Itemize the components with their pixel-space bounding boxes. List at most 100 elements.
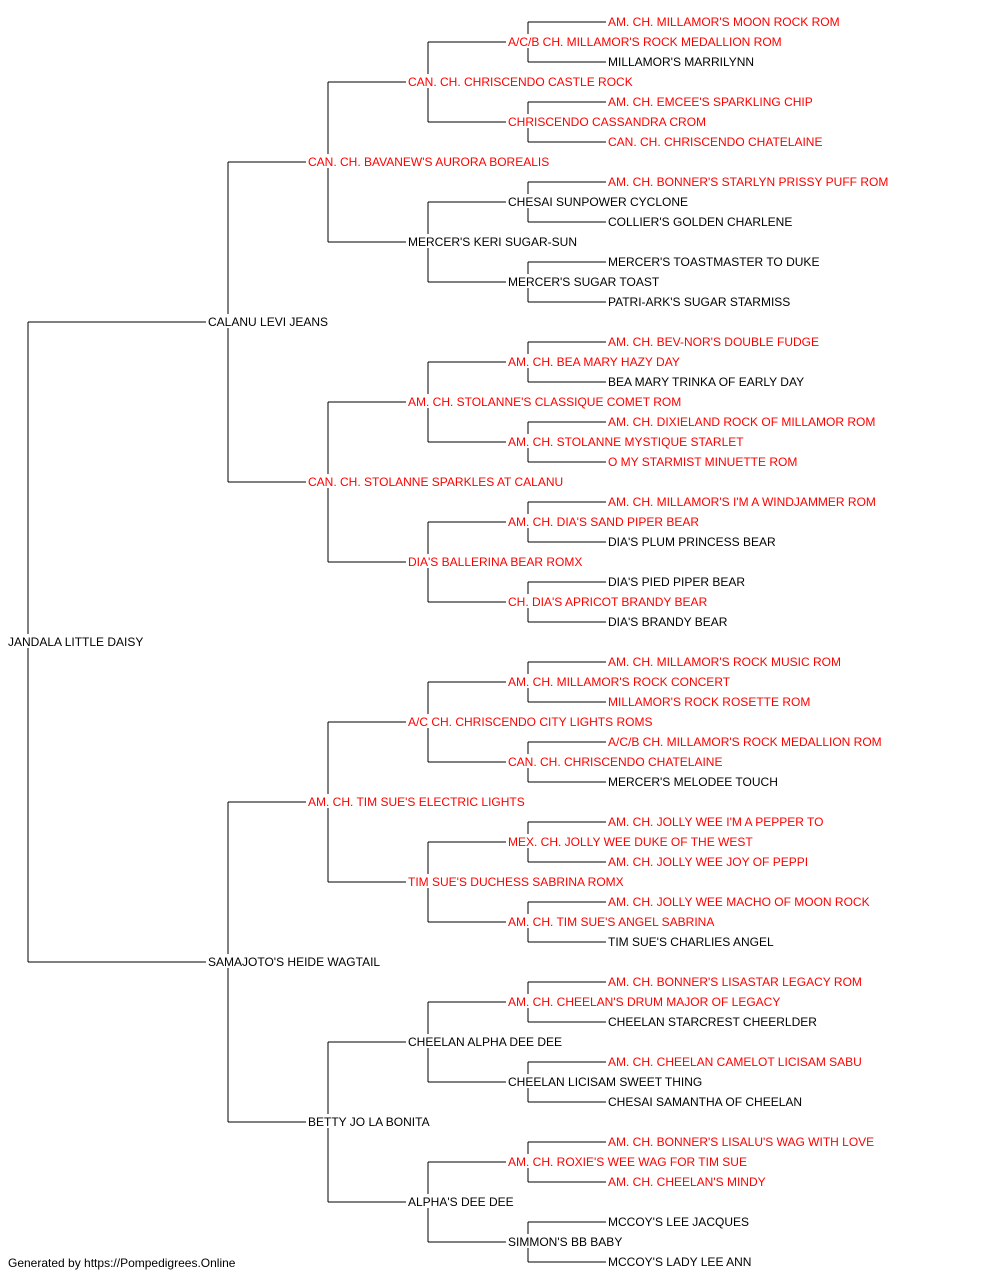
gen5-ancestor-name: MCCOY'S LADY LEE ANN	[608, 1255, 751, 1269]
name-background	[507, 754, 722, 768]
name-background	[607, 374, 808, 388]
gen5-ancestor-name: AM. CH. CHEELAN CAMELOT LICISAM SABU	[608, 1055, 862, 1069]
gen5-ancestor-name: AM. CH. MILLAMOR'S ROCK MUSIC ROM	[608, 655, 841, 669]
name-background	[507, 354, 687, 368]
name-background	[607, 534, 780, 548]
name-background	[507, 994, 779, 1008]
gen4-ancestor-name: SIMMON'S BB BABY	[508, 1235, 622, 1249]
name-background	[407, 394, 679, 408]
name-background	[507, 114, 687, 128]
grandparent-name: BETTY JO LA BONITA	[308, 1115, 430, 1129]
gen5-ancestor-name: TIM SUE'S CHARLIES ANGEL	[608, 935, 774, 949]
gen4-ancestor-name: AM. CH. CHEELAN'S DRUM MAJOR OF LEGACY	[508, 995, 780, 1009]
name-background	[607, 614, 730, 628]
name-background	[607, 974, 865, 988]
name-background	[607, 1214, 744, 1228]
gen4-ancestor-name: CHEELAN LICISAM SWEET THING	[508, 1075, 702, 1089]
name-background	[607, 494, 886, 508]
name-background	[607, 694, 801, 708]
great-grandparent-name: AM. CH. STOLANNE'S CLASSIQUE COMET ROM	[408, 395, 681, 409]
great-grandparent-name: DIA'S BALLERINA BEAR ROMX	[408, 555, 582, 569]
gen4-ancestor-name: AM. CH. MILLAMOR'S ROCK CONCERT	[508, 675, 731, 689]
name-background	[607, 1054, 865, 1068]
name-background	[507, 514, 715, 528]
generated-by-footer: Generated by https://Pompedigrees.Online	[8, 1256, 236, 1270]
parent-name: CALANU LEVI JEANS	[208, 315, 328, 329]
gen5-ancestor-name: CHEELAN STARCREST CHEERLDER	[608, 1015, 817, 1029]
gen4-ancestor-name: MERCER'S SUGAR TOAST	[508, 275, 660, 289]
name-background	[207, 314, 330, 328]
gen5-ancestor-name: AM. CH. MILLAMOR'S I'M A WINDJAMMER ROM	[608, 495, 876, 509]
gen5-ancestor-name: AM. CH. JOLLY WEE I'M A PEPPER TO	[608, 815, 823, 829]
name-background	[407, 1194, 516, 1208]
name-background	[607, 294, 794, 308]
gen5-ancestor-name: DIA'S PLUM PRINCESS BEAR	[608, 535, 776, 549]
name-background	[407, 554, 587, 568]
gen5-ancestor-name: DIA'S BRANDY BEAR	[608, 615, 728, 629]
subject-name: JANDALA LITTLE DAISY	[8, 635, 143, 649]
gen5-ancestor-name: AM. CH. EMCEE'S SPARKLING CHIP	[608, 95, 813, 109]
gen4-ancestor-name: AM. CH. DIA'S SAND PIPER BEAR	[508, 515, 699, 529]
name-background	[607, 214, 787, 228]
gen5-ancestor-name: MCCOY'S LEE JACQUES	[608, 1215, 749, 1229]
name-background	[607, 814, 844, 828]
name-background	[307, 474, 565, 488]
gen5-ancestor-name: AM. CH. BONNER'S LISALU'S WAG WITH LOVE	[608, 1135, 874, 1149]
name-background	[607, 654, 844, 668]
name-background	[607, 734, 886, 748]
gen5-ancestor-name: MILLAMOR'S ROCK ROSETTE ROM	[608, 695, 810, 709]
name-background	[507, 914, 730, 928]
name-background	[607, 574, 759, 588]
name-background	[607, 1014, 801, 1028]
name-background	[507, 194, 673, 208]
name-background	[607, 54, 751, 68]
gen4-ancestor-name: CHRISCENDO CASSANDRA CROM	[508, 115, 706, 129]
name-background	[607, 934, 780, 948]
gen4-ancestor-name: CAN. CH. CHRISCENDO CHATELAINE	[508, 755, 722, 769]
name-background	[307, 1114, 437, 1128]
name-background	[507, 1154, 758, 1168]
name-background	[307, 794, 544, 808]
gen5-ancestor-name: CHESAI SAMANTHA OF CHEELAN	[608, 1095, 802, 1109]
name-background	[507, 34, 786, 48]
great-grandparent-name: ALPHA'S DEE DEE	[408, 1195, 514, 1209]
name-background	[607, 454, 794, 468]
grandparent-name: CAN. CH. STOLANNE SPARKLES AT CALANU	[308, 475, 563, 489]
name-background	[507, 274, 651, 288]
name-background	[607, 414, 879, 428]
great-grandparent-name: A/C CH. CHRISCENDO CITY LIGHTS ROMS	[408, 715, 652, 729]
name-background	[607, 14, 837, 28]
gen4-ancestor-name: AM. CH. BEA MARY HAZY DAY	[508, 355, 680, 369]
name-background	[607, 1254, 751, 1268]
gen5-ancestor-name: PATRI-ARK'S SUGAR STARMISS	[608, 295, 790, 309]
name-background	[407, 234, 573, 248]
name-background	[207, 954, 380, 968]
name-background	[607, 94, 822, 108]
gen5-ancestor-name: AM. CH. DIXIELAND ROCK OF MILLAMOR ROM	[608, 415, 875, 429]
gen5-ancestor-name: AM. CH. BEV-NOR'S DOUBLE FUDGE	[608, 335, 819, 349]
name-background	[407, 714, 658, 728]
great-grandparent-name: CHEELAN ALPHA DEE DEE	[408, 1035, 562, 1049]
gen5-ancestor-name: CAN. CH. CHRISCENDO CHATELAINE	[608, 135, 822, 149]
gen5-ancestor-name: AM. CH. JOLLY WEE JOY OF PEPPI	[608, 855, 808, 869]
gen5-ancestor-name: MERCER'S TOASTMASTER TO DUKE	[608, 255, 819, 269]
name-background	[407, 74, 630, 88]
gen5-ancestor-name: MILLAMOR'S MARRILYNN	[608, 55, 754, 69]
gen4-ancestor-name: AM. CH. TIM SUE'S ANGEL SABRINA	[508, 915, 714, 929]
grandparent-name: CAN. CH. BAVANEW'S AURORA BOREALIS	[308, 155, 549, 169]
great-grandparent-name: TIM SUE'S DUCHESS SABRINA ROMX	[408, 875, 624, 889]
gen5-ancestor-name: AM. CH. CHEELAN'S MINDY	[608, 1175, 766, 1189]
name-background	[607, 894, 865, 908]
great-grandparent-name: CAN. CH. CHRISCENDO CASTLE ROCK	[408, 75, 633, 89]
gen5-ancestor-name: MERCER'S MELODEE TOUCH	[608, 775, 778, 789]
name-background	[607, 1174, 773, 1188]
name-background	[507, 834, 758, 848]
name-background	[507, 434, 744, 448]
name-background	[407, 874, 622, 888]
great-grandparent-name: MERCER'S KERI SUGAR-SUN	[408, 235, 577, 249]
gen5-ancestor-name: BEA MARY TRINKA OF EARLY DAY	[608, 375, 804, 389]
gen5-ancestor-name: AM. CH. BONNER'S STARLYN PRISSY PUFF ROM	[608, 175, 888, 189]
gen4-ancestor-name: AM. CH. STOLANNE MYSTIQUE STARLET	[508, 435, 744, 449]
gen4-ancestor-name: AM. CH. ROXIE'S WEE WAG FOR TIM SUE	[508, 1155, 747, 1169]
